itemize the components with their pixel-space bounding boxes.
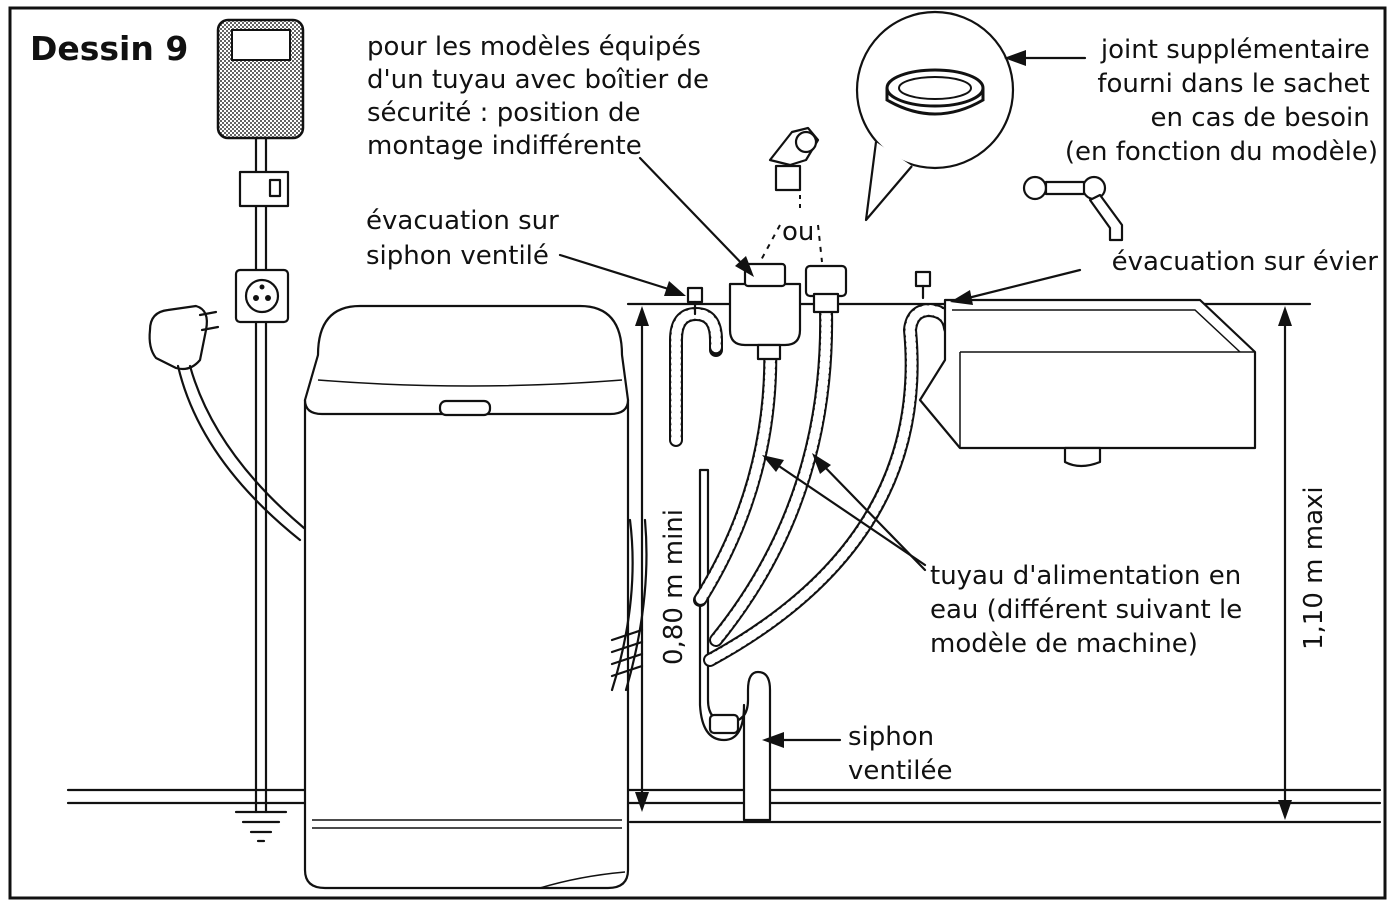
diagram-title: Dessin 9 <box>30 29 188 68</box>
label-safety-box: pour les modèles équipés d'un tuyau avec… <box>367 32 717 161</box>
water-hose <box>709 264 848 647</box>
electric-meter <box>216 18 305 140</box>
label-min-height: 0,80 m mini <box>659 509 689 665</box>
label-vented-siphon-drain: évacuation sur siphon ventilé <box>366 206 567 271</box>
safety-box-hose <box>693 262 802 607</box>
power-plug <box>148 304 306 542</box>
label-water-hose: tuyau d'alimentation en eau (différent s… <box>930 561 1251 659</box>
vented-siphon-pipe <box>698 468 772 822</box>
sink-drain-hose <box>703 270 957 667</box>
max-height-arrow <box>1278 306 1292 820</box>
label-extra-seal: joint supplémentaire fourni dans le sach… <box>1065 35 1378 167</box>
diagram-frame <box>8 6 1387 900</box>
label-vented-siphon: siphon ventilée <box>848 722 953 786</box>
label-sink-drain: évacuation sur évier <box>1112 247 1379 277</box>
washing-machine <box>303 304 630 890</box>
floor-lines <box>66 788 1382 824</box>
extra-seal-callout <box>855 10 1015 222</box>
wall-tap <box>1022 175 1124 242</box>
wall-socket <box>234 268 290 324</box>
label-ou: ou <box>782 217 814 247</box>
machine-rear-hoses <box>610 518 648 692</box>
wall-wire <box>254 136 268 814</box>
callout-arrows <box>558 50 1087 748</box>
label-max-height: 1,10 m maxi <box>1299 486 1329 650</box>
sink <box>918 298 1257 468</box>
circuit-breaker <box>238 170 290 208</box>
single-tap <box>768 126 820 192</box>
ground-symbol <box>234 810 288 843</box>
dashed-connection <box>759 195 823 263</box>
siphon-drain-hook <box>669 286 723 447</box>
